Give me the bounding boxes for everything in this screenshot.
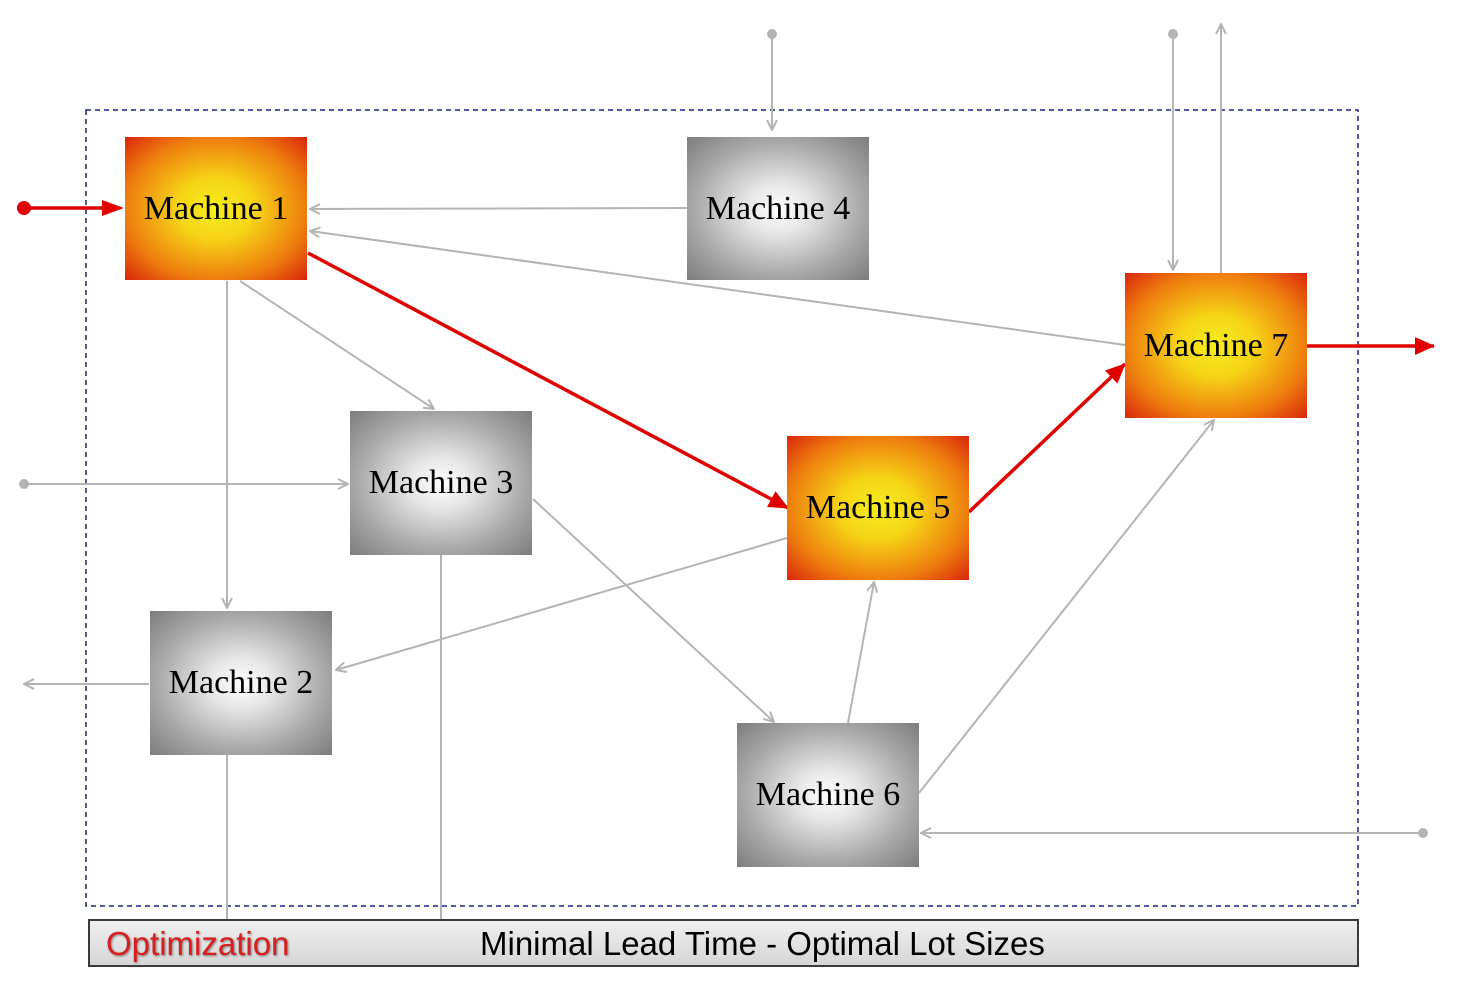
- machine-2-label: Machine 2: [168, 664, 314, 701]
- machine-3: Machine 3: [350, 411, 532, 555]
- flow-machine-3-to-machine-6: [532, 498, 774, 722]
- flow-machine-6-to-machine-7: [918, 420, 1214, 794]
- critical-flow-machine-5-to-machine-7: [967, 362, 1127, 514]
- flow-machine-4-to-machine-1: [310, 208, 688, 209]
- flow-machine-1-to-machine-3: [239, 280, 434, 409]
- optimization-bar: Optimization Minimal Lead Time - Optimal…: [88, 919, 1359, 967]
- machine-4: Machine 4: [687, 137, 869, 280]
- critical-flow-machine-1-to-machine-5: [307, 251, 789, 510]
- flow-machine-7-to-machine-1: [310, 231, 1126, 346]
- machine-6-label: Machine 6: [755, 776, 901, 813]
- optimization-goal-text: Minimal Lead Time - Optimal Lot Sizes: [480, 925, 1045, 962]
- optimization-label: Optimization: [106, 925, 290, 962]
- machine-3-label: Machine 3: [368, 464, 514, 501]
- flow-machine-5-to-machine-2: [336, 537, 788, 670]
- critical-arrowhead: [102, 200, 124, 216]
- flow-source-dot: [767, 29, 777, 39]
- flow-machine-6-to-machine-5: [847, 582, 874, 724]
- system-boundary: [85, 109, 1359, 907]
- machine-1: Machine 1: [125, 137, 307, 280]
- flow-source-dot: [1168, 29, 1178, 39]
- machine-2: Machine 2: [150, 611, 332, 755]
- machine-5-label: Machine 5: [805, 489, 951, 526]
- machine-7: Machine 7: [1125, 273, 1307, 418]
- flow-source-dot: [1418, 828, 1428, 838]
- machine-1-label: Machine 1: [143, 189, 289, 227]
- machine-7-label: Machine 7: [1143, 326, 1289, 364]
- critical-source-dot: [17, 201, 31, 215]
- machine-4-label: Machine 4: [705, 189, 851, 227]
- normal-flows: [19, 24, 1428, 919]
- machine-6: Machine 6: [737, 723, 919, 867]
- flow-source-dot: [19, 479, 29, 489]
- machine-5: Machine 5: [787, 436, 969, 580]
- critical-path: [17, 200, 1435, 514]
